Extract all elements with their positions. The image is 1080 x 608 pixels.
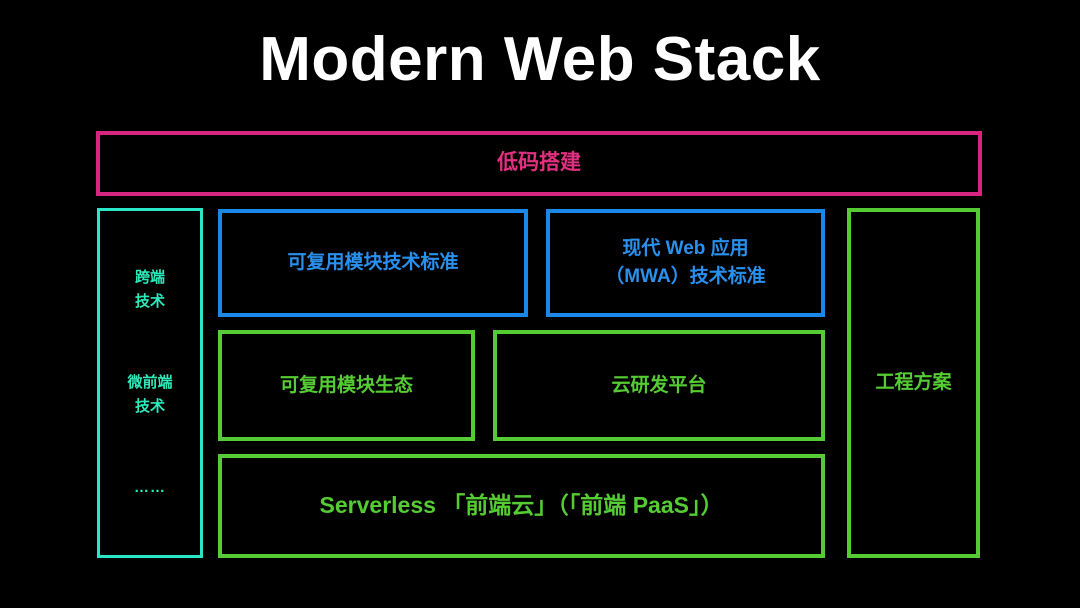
layer-label-reusable-module-ecosystem: 可复用模块生态	[279, 374, 413, 396]
cross-end-item-2-line-1: 微前端	[127, 373, 173, 391]
page-title: Modern Web Stack	[259, 25, 821, 94]
layer-label-engineering-solution: 工程方案	[875, 372, 952, 394]
layer-box-reusable-module-ecosystem[interactable]: 可复用模块生态	[218, 330, 475, 441]
layer-label-mwa-standard-line-1: 现代 Web 应用	[622, 238, 749, 260]
layer-label-reusable-module-standard: 可复用模块技术标准	[287, 252, 459, 274]
cross-end-item-2-line-2: 技术	[134, 397, 165, 415]
layer-box-reusable-module-standard[interactable]: 可复用模块技术标准	[218, 209, 528, 317]
layer-box-cross-end[interactable]: 跨端 技术 微前端 技术 ……	[97, 208, 203, 558]
layer-box-engineering-solution[interactable]: 工程方案	[847, 208, 980, 558]
layer-label-serverless: Serverless 「前端云」（「前端 PaaS」）	[319, 492, 724, 519]
layer-label-cloud-dev-platform: 云研发平台	[611, 374, 707, 396]
cross-end-item-1: 跨端 技术	[100, 266, 200, 314]
layer-label-lowcode: 低码搭建	[497, 151, 581, 175]
layer-box-lowcode[interactable]: 低码搭建	[96, 131, 982, 196]
cross-end-item-ellipsis: ……	[134, 479, 166, 497]
layer-box-mwa-standard[interactable]: 现代 Web 应用 （MWA）技术标准	[546, 209, 825, 317]
cross-end-item-1-line-2: 技术	[134, 292, 165, 310]
cross-end-item-1-line-1: 跨端	[134, 268, 165, 286]
layer-box-cloud-dev-platform[interactable]: 云研发平台	[493, 330, 825, 441]
cross-end-item-2: 微前端 技术	[100, 371, 200, 419]
layer-box-serverless[interactable]: Serverless 「前端云」（「前端 PaaS」）	[218, 454, 825, 558]
layer-label-mwa-standard-line-2: （MWA）技术标准	[605, 266, 766, 287]
